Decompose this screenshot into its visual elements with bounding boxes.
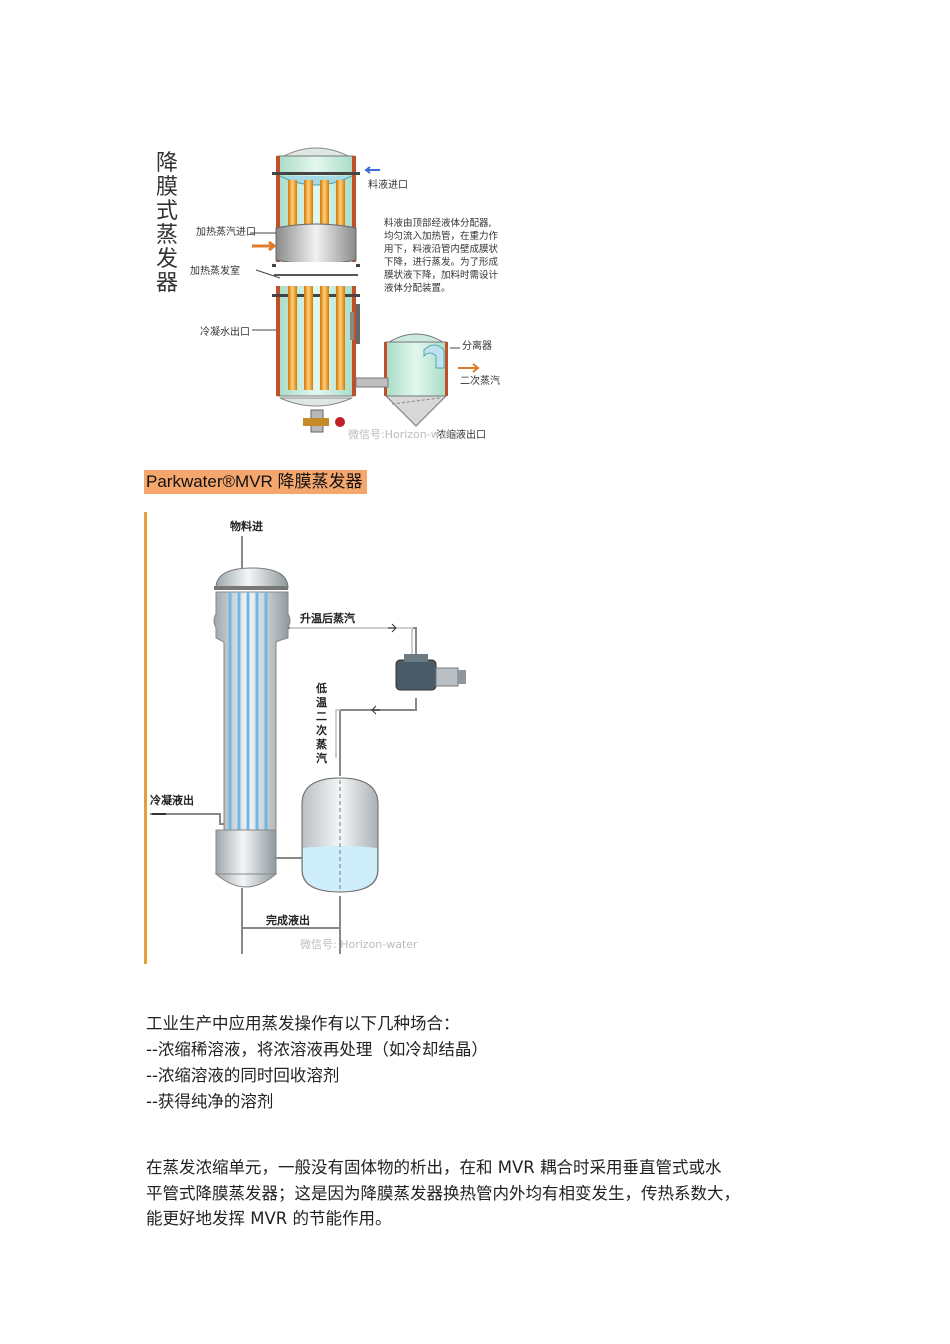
label-condensate-out: 冷凝液出: [150, 793, 194, 807]
title-char: 降: [156, 151, 178, 176]
label-separator: 分离器: [462, 339, 492, 352]
title-char: 膜: [156, 175, 178, 200]
label-heated-steam: 升温后蒸汽: [300, 611, 355, 625]
label-steam-chamber: 加热蒸发室: [190, 264, 240, 277]
separator-vessel: [355, 333, 448, 427]
title-char: 发: [156, 247, 178, 272]
title-char: 蒸: [156, 223, 178, 248]
evaporator-column: [272, 147, 360, 433]
falling-film-evaporator-diagram: 降 膜 式 蒸 发 器: [156, 147, 500, 441]
list-item: --浓缩稀溶液，将浓溶液再处理（如冷却结晶）: [146, 1040, 488, 1059]
description-line: 膜状液下降，加料时需设计: [384, 269, 499, 281]
label-condensate-outlet: 冷凝水出口: [200, 325, 250, 338]
watermark: 微信号:Horizon-water: [348, 427, 463, 441]
label-product-out: 完成液出: [266, 913, 310, 927]
description-line: 下降，进行蒸发。为了形成: [384, 256, 499, 268]
label-steam-inlet: 加热蒸汽进口: [196, 225, 256, 238]
description-line: 液体分配装置。: [384, 282, 451, 294]
svg-text:低: 低: [315, 681, 327, 695]
evaporator-column: [213, 567, 291, 888]
left-margin-rule: [144, 512, 147, 964]
separator-vessel: [301, 777, 379, 893]
flow-arrow: [388, 623, 397, 633]
svg-text:温: 温: [316, 695, 327, 709]
description-line: 料液由顶部经液体分配器,: [384, 217, 492, 229]
figure1-description: 料液由顶部经液体分配器, 均匀流入加热管，在重力作 用下，料液沿管内壁成膜状 下…: [384, 217, 499, 294]
text-line: 在蒸发浓缩单元，一般没有固体物的析出，在和 MVR 耦合时采用垂直管式或水: [146, 1158, 722, 1177]
vapor-arrow: [458, 363, 480, 373]
figure-caption: Parkwater®MVR 降膜蒸发器: [144, 470, 367, 494]
mvr-compressor: [395, 654, 466, 691]
label-concentrate-outlet: 浓缩液出口: [436, 428, 486, 441]
title-char: 器: [156, 271, 178, 296]
list-item: --浓缩溶液的同时回收溶剂: [146, 1066, 340, 1085]
paragraph-mvr-coupling: 在蒸发浓缩单元，一般没有固体物的析出，在和 MVR 耦合时采用垂直管式或水 平管…: [146, 1155, 816, 1232]
steam-arrow: [252, 240, 277, 252]
flow-arrow: [371, 705, 380, 715]
svg-text:蒸: 蒸: [316, 737, 327, 751]
text-line: 平管式降膜蒸发器；这是因为降膜蒸发器换热管内外均有相变发生，传热系数大，: [146, 1183, 740, 1203]
text-line: 工业生产中应用蒸发操作有以下几种场合：: [146, 1014, 460, 1033]
paragraph-evaporation-uses: 工业生产中应用蒸发操作有以下几种场合： --浓缩稀溶液，将浓溶液再处理（如冷却结…: [146, 1011, 488, 1115]
svg-text:次: 次: [316, 723, 327, 737]
figure1-title: 降 膜 式 蒸 发 器: [156, 151, 178, 296]
text-line: 能更好地发挥 MVR 的节能作用。: [146, 1209, 392, 1228]
label-feed-inlet: 料液进口: [368, 178, 408, 191]
description-line: 用下，料液沿管内壁成膜状: [384, 243, 499, 255]
watermark: 微信号: Horizon-water: [300, 937, 418, 951]
list-item: --获得纯净的溶剂: [146, 1092, 274, 1111]
mvr-evaporator-diagram: 物料进 升温后蒸汽 低 温 二 次 蒸 汽 冷凝液出 完成液出 微信号: Hor…: [144, 512, 466, 964]
feed-arrow: [364, 166, 380, 174]
svg-text:汽: 汽: [316, 751, 327, 765]
description-line: 均匀流入加热管，在重力作: [384, 230, 499, 242]
heating-tubes: [228, 592, 268, 830]
svg-text:二: 二: [316, 710, 327, 723]
title-char: 式: [156, 199, 178, 224]
label-secondary-steam: 二次蒸汽: [460, 374, 500, 387]
label-feed-in: 物料进: [230, 519, 263, 533]
label-low-temp-steam: 低 温 二 次 蒸 汽: [315, 681, 327, 765]
